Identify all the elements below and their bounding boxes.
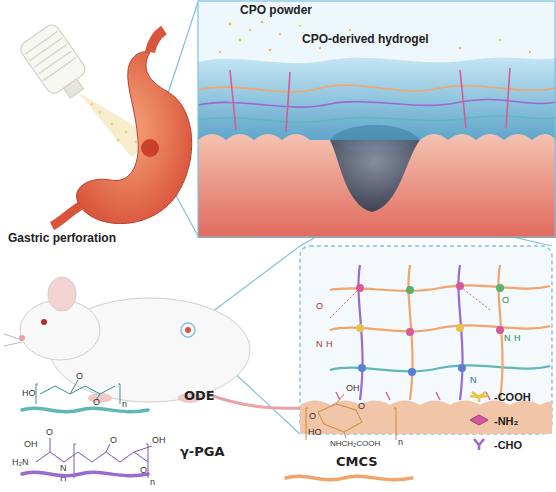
legend-sample [20, 467, 150, 481]
chem-atom-label: n [150, 478, 155, 487]
legend-sample [468, 413, 490, 427]
chem-atom-label: HO [22, 389, 36, 398]
chem-atom-label: NHCH₂COOH [330, 440, 380, 448]
legend-text: -CHO [494, 440, 522, 451]
legend-sample [20, 403, 150, 417]
chem-atom-label: O [502, 296, 509, 305]
chem-atom-label: O [76, 372, 83, 381]
panel-label: Gastric perforation [8, 232, 116, 244]
chem-atom-label: O [110, 436, 117, 445]
chem-atom-label: H₂N [12, 458, 29, 467]
legend-text: ODE [184, 389, 215, 402]
hydrogel-panel [198, 0, 556, 238]
chem-atom-label: N [316, 340, 323, 349]
chem-atom-label: O [46, 428, 53, 437]
cmcs-structure [306, 394, 396, 440]
chem-atom-label: OH [24, 440, 38, 449]
chem-atom-label: N [60, 464, 67, 473]
chem-atom-label: n [398, 438, 403, 447]
legend-sample [284, 471, 414, 485]
chem-atom-label: N [470, 376, 477, 385]
legend-text: γ-PGA [180, 445, 225, 458]
legend-text: -COOH [494, 392, 531, 403]
chem-atom-label: O [316, 302, 323, 311]
chem-atom-label: O [93, 398, 100, 407]
chem-atom-label: H [514, 334, 521, 343]
panel-label: CPO-derived hydrogel [302, 33, 429, 45]
chem-atom-label: n [122, 400, 127, 409]
chem-atom-label: OH [152, 436, 166, 445]
ode-structure [36, 380, 120, 404]
panel-label: CPO powder [240, 4, 312, 16]
chem-atom-label: H [326, 340, 333, 349]
legend-sample [468, 389, 490, 403]
chem-atom-label: N [504, 334, 511, 343]
chem-atom-label: OH [346, 384, 360, 393]
legend-sample [468, 437, 490, 451]
spray-bottle [18, 22, 95, 106]
chem-atom-label: HO [308, 428, 322, 437]
chem-atom-label: O [309, 412, 316, 421]
network-inset [300, 246, 556, 440]
legend-text: -NH₂ [494, 416, 518, 427]
chem-atom-label: O [358, 402, 365, 411]
legend-text: CMCS [336, 455, 378, 468]
stomach [52, 30, 192, 226]
